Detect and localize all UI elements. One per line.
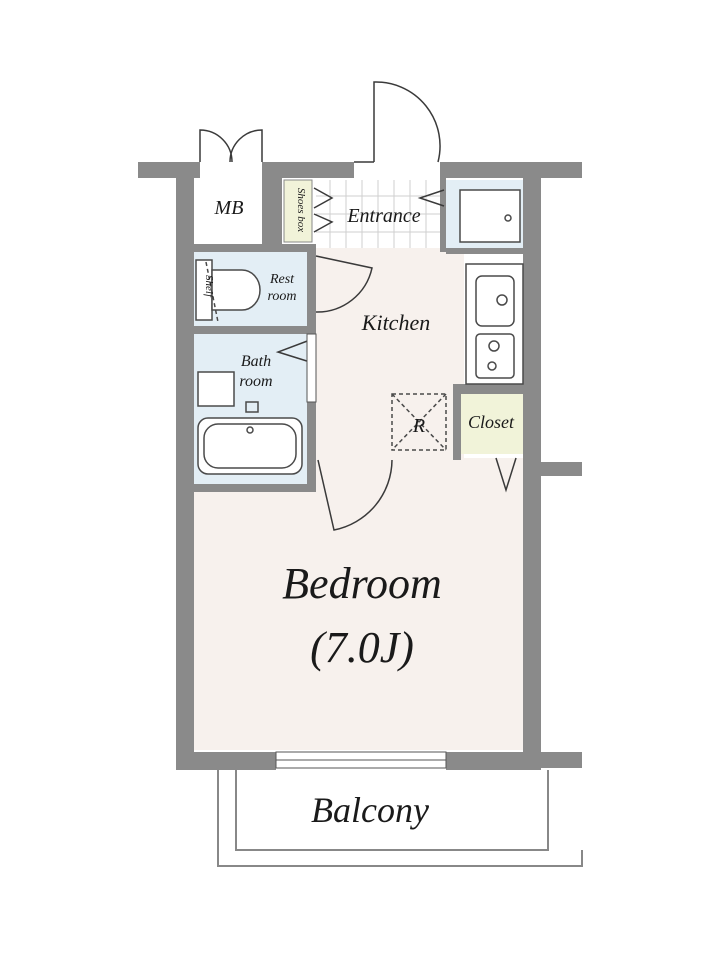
bedroom-size-label: (7.0J): [310, 623, 414, 672]
balcony: [217, 770, 583, 867]
rest-room-label-line1: Rest: [269, 272, 295, 287]
closet-floor: [459, 394, 523, 454]
balcony-label: Balcony: [311, 790, 429, 830]
kitchen-floor: [316, 248, 464, 460]
rest-room-label-line2: room: [267, 289, 296, 304]
windows: [275, 333, 447, 769]
refrigerator-label: R: [412, 415, 425, 437]
kitchen-label: Kitchen: [361, 310, 430, 335]
shoes-box-label: Shoes box: [295, 188, 307, 232]
fixtures: [195, 189, 524, 475]
closet-label: Closet: [468, 412, 515, 432]
bath-room-label-line2: room: [239, 373, 272, 390]
bath-room-label-line1: Bath: [241, 353, 271, 370]
doors: [199, 81, 517, 531]
shoes-box: [283, 179, 313, 243]
mb-label: MB: [214, 197, 244, 219]
shelf-label: Shelf: [203, 275, 215, 299]
mb-floor: [193, 180, 265, 232]
entrance-label: Entrance: [346, 205, 420, 227]
entrance-tiles: [316, 180, 442, 248]
bedroom-label: Bedroom: [282, 559, 442, 608]
bedroom-floor: [193, 458, 523, 750]
walls: [138, 162, 582, 770]
